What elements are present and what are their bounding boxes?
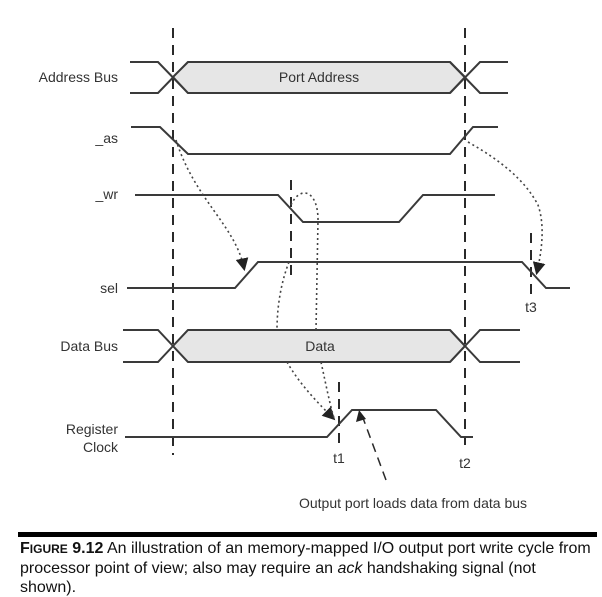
register-clock-waveform [125,409,473,438]
data-bus-waveform [123,329,520,363]
caption-italic: ack [337,560,363,577]
caption-text-1: An illustration of an memory-mapped I/O … [20,540,591,577]
label-t3: t3 [525,299,537,315]
annotation-pointer [362,417,387,481]
figure-label-smallcaps: IGURE [29,542,68,556]
figure-label-prefix: F [20,540,30,557]
sel-waveform [127,261,570,289]
label-as: _as [94,130,118,146]
timing-diagram: Address Bus Port Address _as _wr sel t3 … [39,28,570,511]
arrow-data-to-clock-1 [286,361,336,421]
arrow-sel-to-data [276,261,290,331]
address-bus-waveform [130,61,508,94]
annotation-arrowhead-icon [356,410,366,422]
bus-value-port-address: Port Address [279,69,359,85]
caption-text-2: handshaking signal (not shown). [20,560,536,596]
arrow-data-to-clock-2 [320,361,335,419]
figure-label: FIGURE 9.12 [20,540,103,557]
figure-number: 9.12 [72,540,104,557]
bus-value-data: Data [305,338,335,354]
wr-waveform [135,194,495,223]
arrow-as-to-sel-t3 [467,141,546,276]
annotation-text: Output port loads data from data bus [299,495,527,511]
label-register: Register [66,421,118,437]
arrow-as-to-sel [175,139,249,272]
label-t1: t1 [333,450,345,466]
caption-rule [18,532,597,537]
label-t2: t2 [459,455,471,471]
label-wr: _wr [94,186,118,202]
label-address-bus: Address Bus [39,69,118,85]
label-clock: Clock [83,439,119,455]
label-data-bus: Data Bus [60,338,118,354]
label-sel: sel [100,280,118,296]
arrow-wr-segment [290,192,319,331]
figure-caption: FIGURE 9.12 An illustration of an memory… [20,539,595,597]
as-waveform [131,126,498,155]
